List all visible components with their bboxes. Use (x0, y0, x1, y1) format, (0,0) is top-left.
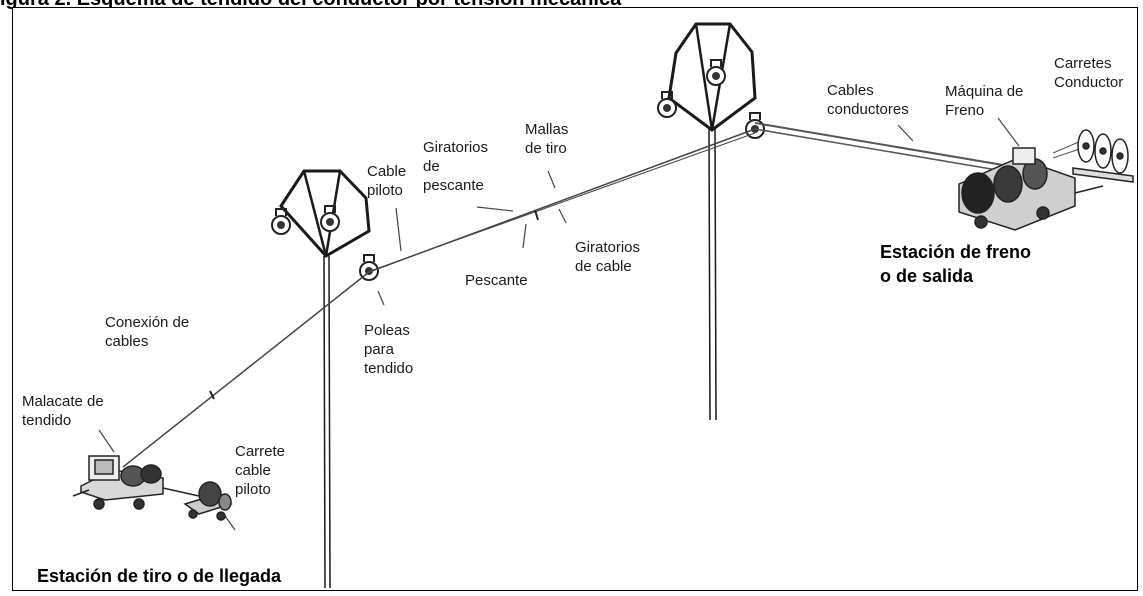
pulley-group-tower-left (271, 205, 379, 281)
figure-title: igura 2. Esquema de tendido del conducto… (0, 0, 621, 11)
label-giratorios-cable: Giratorios de cable (575, 239, 641, 275)
station-freno-salida: Estación de freno o de salida (880, 242, 1032, 286)
leader-lines (98, 117, 1020, 531)
label-malacate-tendido: Malacate de tendido (22, 393, 104, 429)
label-maquina-freno: Máquina de Freno (945, 83, 1024, 119)
pilot-cable (122, 128, 756, 468)
label-poleas-tendido: Poleas para tendido (364, 322, 414, 377)
brake-machine (958, 147, 1104, 231)
label-giratorios-pescante: Giratorios de pescante (423, 139, 489, 194)
cable-connections (209, 209, 539, 400)
label-cables-conductores: Cables conductores (827, 82, 909, 118)
label-mallas-tiro: Mallas de tiro (525, 121, 569, 157)
label-carrete-cable-piloto: Carrete cable piloto (235, 443, 286, 498)
label-conexion-cables: Conexión de cables (105, 314, 190, 350)
diagram-frame: Conexión de cables Malacate de tendido C… (12, 7, 1138, 591)
stringing-scene (72, 22, 1134, 589)
station-tiro-llegada: Estación de tiro o de llegada (37, 566, 282, 586)
tower-right (667, 22, 757, 421)
winch-machine (72, 455, 209, 510)
tower-left (279, 169, 371, 589)
pilot-cable-reel (183, 481, 233, 521)
label-cable-piloto: Cable piloto (367, 163, 407, 199)
conductor-reels (1072, 129, 1134, 183)
label-pescante: Pescante (465, 272, 528, 289)
label-carretes-conductor: Carretes Conductor (1054, 55, 1124, 91)
